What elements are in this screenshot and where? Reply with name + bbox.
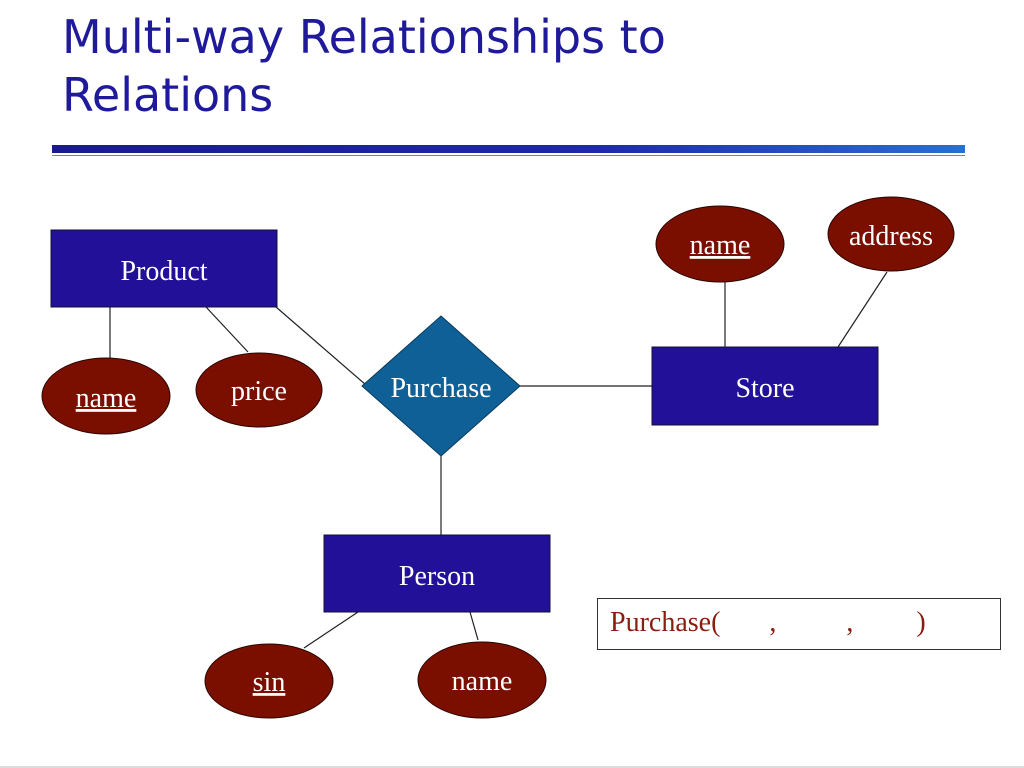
attribute-person-name-label: name bbox=[452, 666, 513, 697]
attribute-person-sin bbox=[204, 643, 334, 719]
entity-person bbox=[323, 534, 551, 613]
line-person-sin bbox=[303, 611, 359, 649]
slide-title: Multi-way Relationships to Relations bbox=[62, 8, 962, 124]
relationship-purchase bbox=[361, 315, 521, 457]
attribute-product-name-label: name bbox=[76, 383, 137, 414]
slide-bottom-border bbox=[0, 766, 1024, 768]
entity-person-label: Person bbox=[399, 561, 475, 592]
attribute-product-price-label: price bbox=[231, 376, 287, 407]
entity-product-label: Product bbox=[120, 256, 207, 287]
attribute-person-name bbox=[417, 641, 547, 719]
slide-title-line-2: Relations bbox=[62, 68, 274, 122]
attribute-store-address bbox=[827, 196, 955, 272]
attribute-person-sin-label: sin bbox=[253, 667, 286, 698]
attribute-store-name-label: name bbox=[690, 230, 751, 261]
attribute-product-price bbox=[195, 352, 323, 428]
relationship-purchase-label: Purchase bbox=[390, 373, 491, 404]
line-product-price bbox=[205, 306, 249, 353]
entity-store bbox=[651, 346, 879, 426]
relation-schema-box: Purchase( , , ) bbox=[597, 598, 1001, 650]
title-underline bbox=[52, 145, 965, 153]
attribute-store-address-label: address bbox=[849, 221, 933, 252]
line-person-name bbox=[469, 611, 479, 641]
attribute-store-name bbox=[655, 205, 785, 283]
relation-schema-text: Purchase( , , ) bbox=[610, 607, 926, 638]
entity-store-label: Store bbox=[735, 373, 794, 404]
slide-title-line-1: Multi-way Relationships to bbox=[62, 10, 666, 64]
line-store-address bbox=[837, 271, 888, 348]
attribute-product-name bbox=[41, 357, 171, 435]
line-product-purchase bbox=[275, 306, 367, 386]
title-underline-thin bbox=[52, 155, 965, 156]
entity-product bbox=[50, 229, 278, 308]
